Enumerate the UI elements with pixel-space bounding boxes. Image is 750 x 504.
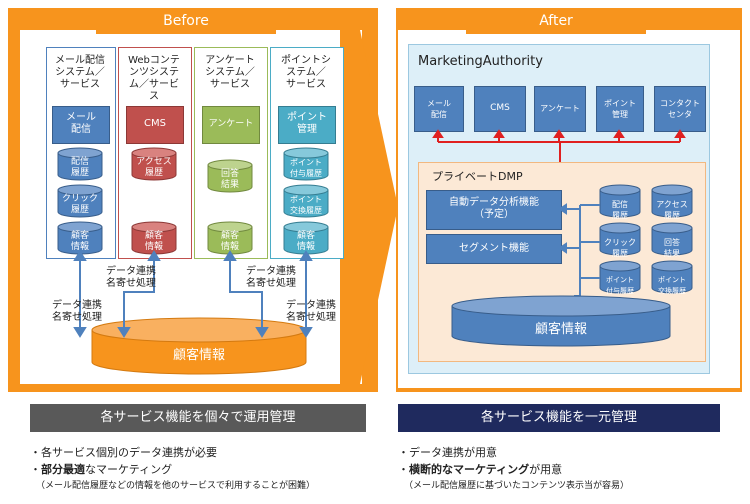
after-db-label-point-grant: ポイント 付与履歴 <box>606 276 634 295</box>
service-box-cms <box>126 106 184 144</box>
service-label-cms: CMS <box>144 118 166 129</box>
db-label-point-grant: ポイント 付与履歴 <box>290 158 322 178</box>
service-box-point <box>278 106 336 144</box>
before-summary-bar: 各サービス機能を個々で運用管理 <box>30 404 366 432</box>
db-label-customer-web: 顧客 情報 <box>144 231 163 252</box>
service-label-survey: アンケート <box>208 119 254 129</box>
after-header: After <box>466 8 646 34</box>
system-column-survey <box>194 47 268 259</box>
module-label-mail: メール 配信 <box>427 99 451 119</box>
system-title-web: Webコンテ ンツシステ ム／サービ ス <box>128 55 180 102</box>
system-title-survey: アンケート システム／ サービス <box>205 55 255 90</box>
system-title-point: ポイントシ ステム／ サービス <box>281 55 331 90</box>
module-box-cms <box>474 86 526 132</box>
db-label-click-history: クリック 履歴 <box>61 194 98 215</box>
before-note: （メール配信履歴などの情報を他のサービスで利用することが困難） <box>36 481 316 491</box>
sync-label-1: データ連携 名寄せ処理 <box>106 266 156 289</box>
db-label-delivery-history: 配信 履歴 <box>70 157 89 178</box>
function-label-analysis: 自動データ分析機能 （予定） <box>449 197 539 220</box>
system-title-mail: メール配信 システム／ サービス <box>55 55 105 90</box>
module-label-point: ポイント 管理 <box>604 99 636 119</box>
sync-label-3: データ連携 名寄せ処理 <box>52 300 102 323</box>
db-label-customer-survey: 顧客 情報 <box>220 231 239 252</box>
module-label-cms: CMS <box>490 103 510 113</box>
after-summary-bar: 各サービス機能を一元管理 <box>398 404 720 432</box>
module-box-point <box>596 86 644 132</box>
before-bullet-1: ・各サービス個別のデータ連携が必要 <box>30 446 217 459</box>
function-box-segment <box>426 234 562 264</box>
sync-label-2: データ連携 名寄せ処理 <box>246 266 296 289</box>
function-label-segment: セグメント機能 <box>459 243 529 254</box>
db-label-customer-mail: 顧客 情報 <box>70 231 89 252</box>
private-dmp-title: プライベートDMP <box>432 170 523 183</box>
service-box-mail <box>52 106 110 144</box>
db-label-survey-result: 回答 結果 <box>220 169 239 190</box>
service-label-mail: メール 配信 <box>66 112 96 135</box>
module-label-contact: コンタクト センタ <box>660 99 700 119</box>
before-to-after-arrow <box>340 30 398 384</box>
module-box-mail <box>414 86 464 132</box>
after-db-label-delivery: 配信 履歴 <box>612 200 628 220</box>
after-note: （メール配信履歴に基づいたコンテンツ表示当が容易） <box>404 481 630 491</box>
before-bullet-2: ・部分最適なマーケティング <box>30 463 173 476</box>
db-label-access-history: アクセス 履歴 <box>136 157 172 178</box>
after-db-label-click: クリック 履歴 <box>604 238 636 258</box>
db-label-customer-point: 顧客 情報 <box>296 231 315 252</box>
sync-label-4: データ連携 名寄せ処理 <box>286 300 336 323</box>
after-central-db-label: 顧客情報 <box>534 322 587 337</box>
after-db-label-access: アクセス 履歴 <box>656 200 688 220</box>
after-db-label-point-exchange: ポイント 交換履歴 <box>658 276 686 295</box>
function-box-analysis <box>426 190 562 230</box>
marketing-authority-title: MarketingAuthority <box>418 54 543 69</box>
db-label-point-exchange: ポイント 交換履歴 <box>290 195 322 215</box>
module-label-survey: アンケート <box>540 104 580 113</box>
service-label-point: ポイント 管理 <box>287 112 327 135</box>
after-bullet-2: ・横断的なマーケティングが用意 <box>398 463 563 476</box>
service-box-survey <box>202 106 260 144</box>
before-header: Before <box>96 8 276 34</box>
before-central-db-label: 顧客情報 <box>172 348 225 363</box>
after-bullet-1: ・データ連携が用意 <box>398 446 497 459</box>
after-db-label-answer: 回答 結果 <box>664 238 680 258</box>
